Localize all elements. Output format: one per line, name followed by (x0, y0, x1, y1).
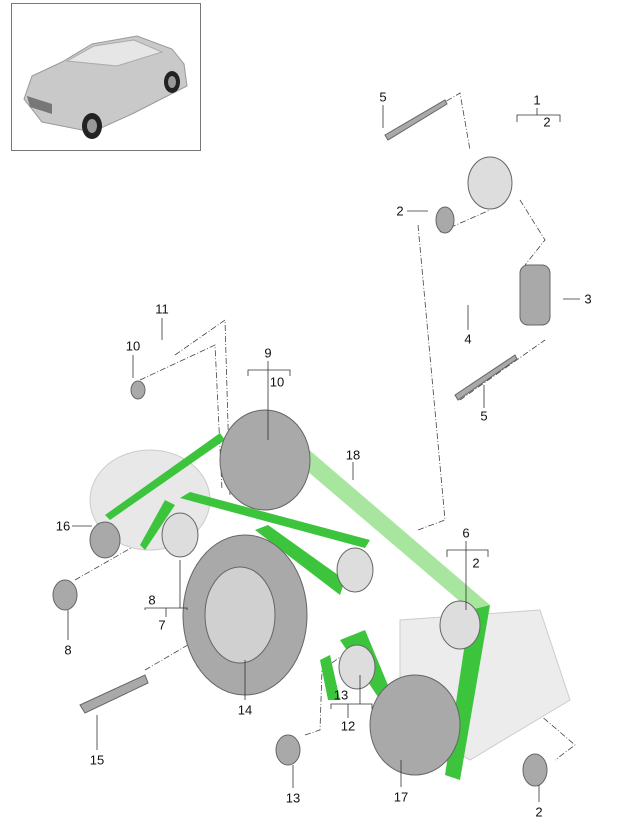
callout-5[interactable]: 5 (480, 408, 488, 424)
callout-3[interactable]: 3 (584, 291, 592, 307)
callout-5[interactable]: 5 (379, 89, 387, 105)
callout-2[interactable]: 2 (535, 804, 543, 820)
callout-10[interactable]: 10 (125, 338, 141, 354)
callout-7[interactable]: 7 (158, 617, 166, 633)
callout-9[interactable]: 9 (264, 345, 272, 361)
bolt-5 (384, 99, 448, 141)
leader-lines (67, 105, 580, 802)
callout-13[interactable]: 13 (285, 790, 301, 806)
callout-16[interactable]: 16 (55, 518, 71, 534)
vehicle-thumbnail[interactable] (11, 3, 201, 151)
tensioner-1 (467, 156, 513, 210)
pulley-16 (89, 521, 121, 559)
cap-13 (275, 734, 301, 766)
cap-2 (435, 206, 455, 234)
callout-11[interactable]: 11 (155, 301, 169, 317)
callout-4[interactable]: 4 (464, 331, 472, 347)
callout-1[interactable]: 1 (533, 92, 541, 108)
callout-2[interactable]: 2 (396, 203, 404, 219)
callout-2[interactable]: 2 (543, 114, 551, 130)
bolt-5b (454, 354, 518, 401)
pulleys (52, 99, 551, 787)
callout-17[interactable]: 17 (393, 789, 409, 805)
pulley-9 (219, 409, 311, 511)
pulley-6 (439, 600, 481, 650)
pulley-7 (161, 512, 199, 558)
pulley-12 (338, 644, 376, 690)
damper-3 (519, 264, 551, 326)
cap-2b (522, 753, 548, 787)
callout-8[interactable]: 8 (64, 642, 72, 658)
car-icon (23, 35, 188, 139)
pulley-17 (369, 674, 461, 776)
callout-2[interactable]: 2 (472, 555, 480, 571)
callout-10[interactable]: 10 (269, 374, 285, 390)
callout-13[interactable]: 13 (333, 687, 349, 703)
cap-10 (130, 380, 146, 400)
bolt-15 (79, 674, 149, 714)
callout-15[interactable]: 15 (89, 752, 105, 768)
callout-12[interactable]: 12 (340, 718, 356, 734)
callout-6[interactable]: 6 (462, 525, 470, 541)
callout-18[interactable]: 18 (345, 447, 361, 463)
callout-14[interactable]: 14 (237, 702, 253, 718)
callout-8[interactable]: 8 (148, 592, 156, 608)
bolt-8 (52, 579, 78, 611)
